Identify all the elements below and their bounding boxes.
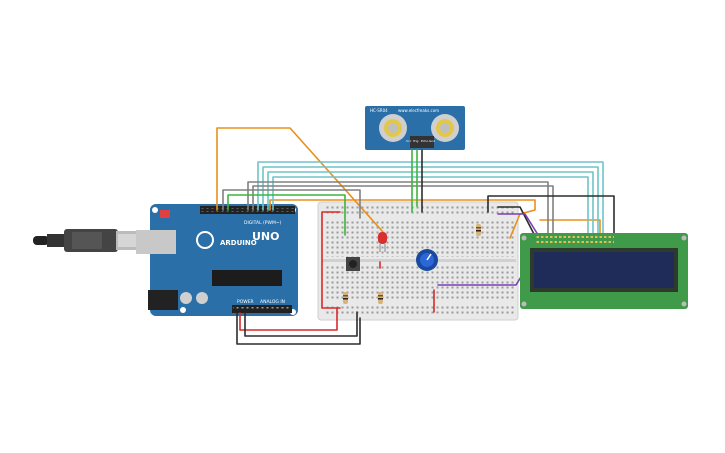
- wire-teal-3[interactable]: [267, 171, 594, 239]
- led[interactable]: [378, 232, 387, 252]
- sensor-pin-echo: Echo: [421, 139, 428, 143]
- bottom-rail-1: [324, 305, 514, 310]
- resistor-3[interactable]: [476, 224, 481, 236]
- wire-orange-lcd[interactable]: [269, 199, 536, 239]
- board-brand-label: ARDUINO: [220, 239, 257, 247]
- lcd-pin-header: [536, 236, 614, 243]
- board-model-label: UNO: [252, 230, 280, 243]
- sensor-site-label: www.elecfreaks.com: [398, 108, 439, 113]
- sensor-pin-gnd: Gnd: [429, 139, 435, 143]
- power-header-label: POWER: [237, 299, 254, 305]
- wire-purple-1[interactable]: [497, 213, 541, 239]
- reset-button[interactable]: [160, 210, 170, 218]
- usb-cable: [33, 229, 150, 252]
- top-rail-2: [324, 211, 514, 216]
- wire-black-lcd-2[interactable]: [497, 206, 537, 239]
- lcd-screen: [534, 252, 674, 288]
- wire-green-short[interactable]: [227, 194, 346, 236]
- digital-header-label: DIGITAL (PWM~): [244, 220, 282, 226]
- wire-gray-3[interactable]: [222, 189, 361, 219]
- wire-black-power[interactable]: [244, 311, 358, 337]
- microcontroller-chip: [212, 270, 282, 286]
- arduino-uno-board[interactable]: ARDUINO UNO DIGITAL (PWM~) ANALOG IN POW…: [136, 204, 298, 316]
- wire-orange-led[interactable]: [216, 127, 384, 233]
- wire-red-rail[interactable]: [321, 211, 341, 309]
- bottom-rail-2: [324, 311, 514, 316]
- wire-black-lcd[interactable]: [487, 195, 615, 239]
- usb-port: [136, 230, 176, 254]
- wire-orange-lcd-2[interactable]: [539, 219, 601, 239]
- lcd-16x2-display[interactable]: [520, 233, 688, 309]
- wire-gray-1[interactable]: [247, 181, 549, 239]
- resistor-2[interactable]: [378, 292, 383, 304]
- resistor-1[interactable]: [343, 292, 348, 304]
- wire-teal-4[interactable]: [272, 176, 589, 239]
- ultrasonic-sensor[interactable]: HC-SR04 www.elecfreaks.com Vcc Trig Echo…: [365, 106, 465, 150]
- wire-red-power[interactable]: [239, 307, 338, 331]
- wire-black-ground[interactable]: [236, 312, 361, 345]
- analog-header-label: ANALOG IN: [260, 299, 285, 305]
- sensor-pin-vcc: Vcc: [406, 139, 412, 143]
- wires: [216, 127, 615, 345]
- sensor-pin-trig: Trig: [412, 139, 418, 143]
- wire-gray-2[interactable]: [252, 185, 554, 239]
- terminal-strip-top: [324, 221, 514, 257]
- pushbutton[interactable]: [346, 257, 360, 271]
- top-rail-1: [324, 205, 514, 210]
- wire-teal-2[interactable]: [262, 166, 599, 239]
- potentiometer[interactable]: [416, 249, 438, 271]
- power-jack: [148, 290, 178, 310]
- sensor-model-label: HC-SR04: [370, 108, 388, 113]
